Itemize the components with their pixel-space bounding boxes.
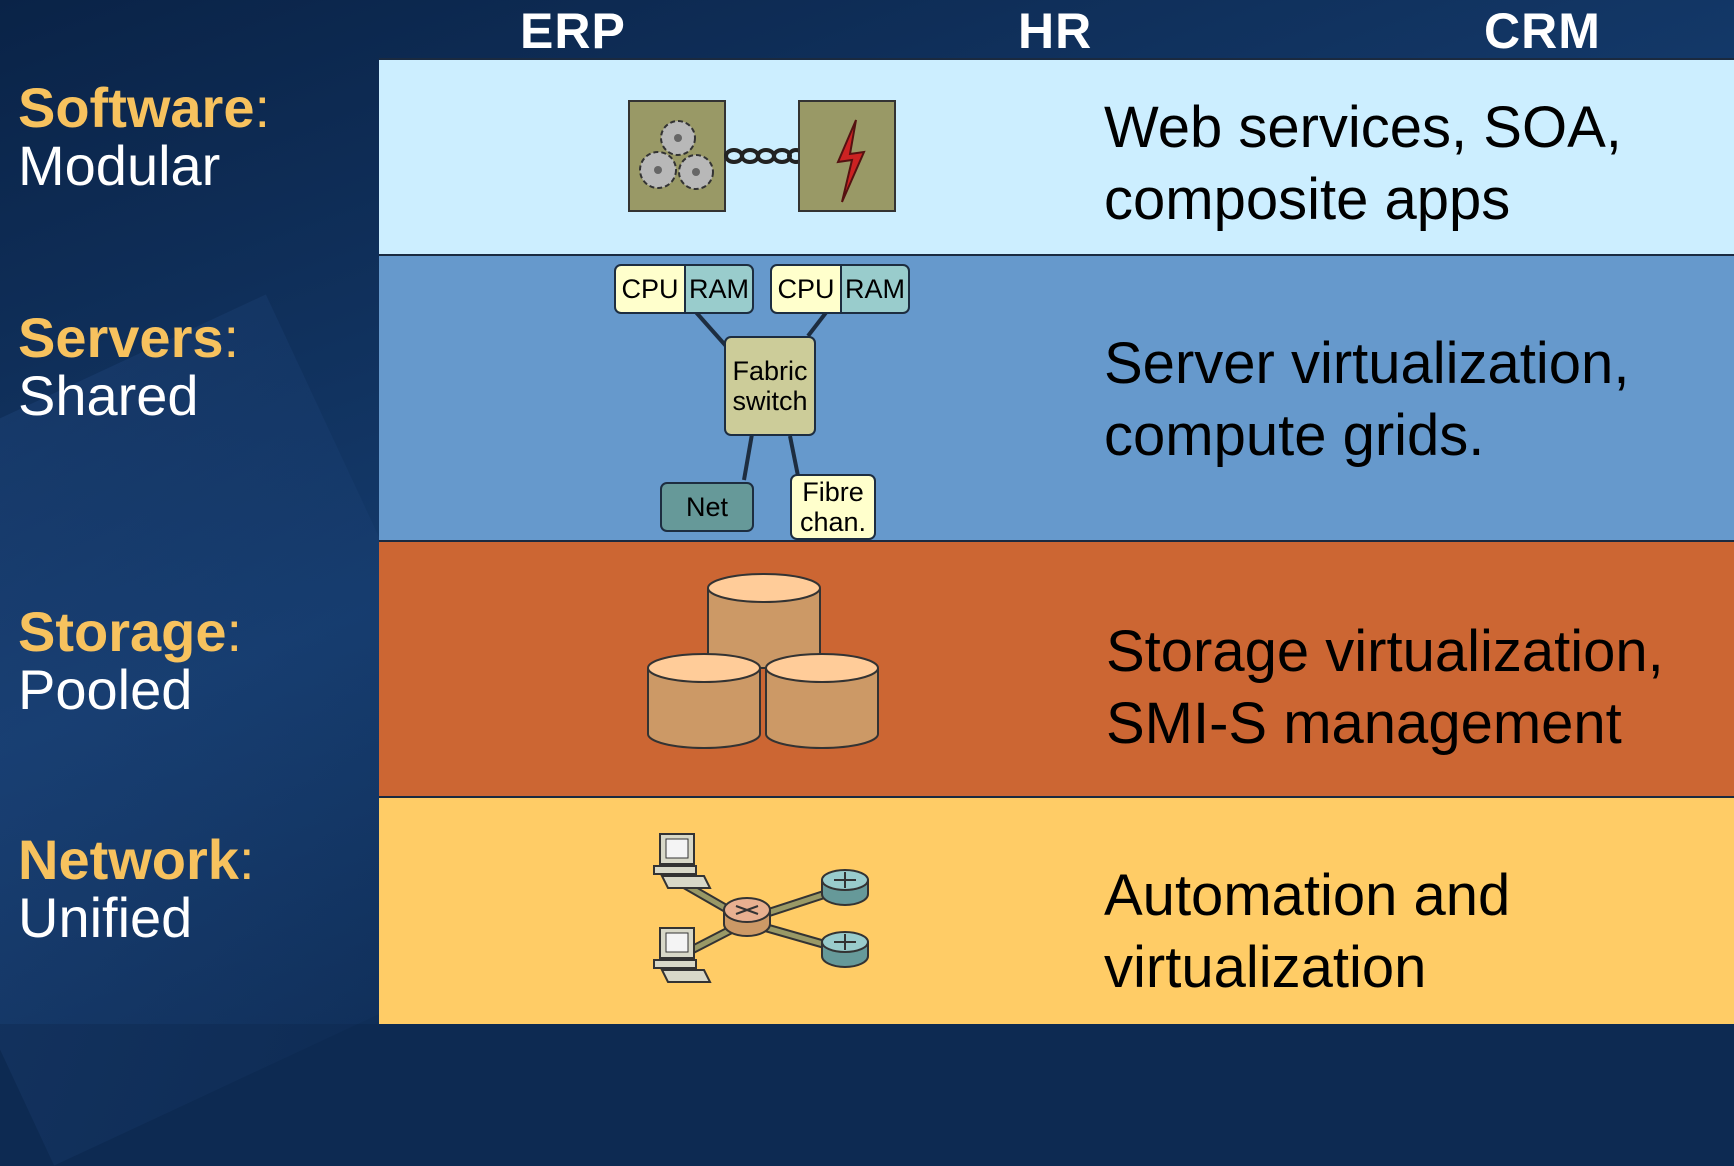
band-storage (379, 540, 1734, 798)
row-label-servers: Servers: Shared (18, 306, 240, 427)
ram-box-2: RAM (840, 264, 910, 314)
row-value: Pooled (18, 658, 193, 721)
network-description: Automation and virtualization (1104, 863, 1511, 1000)
router-icon (723, 897, 771, 937)
band-network (379, 796, 1734, 1024)
band-software (379, 58, 1734, 256)
router-icon (821, 931, 869, 968)
row-key: Servers (18, 306, 224, 369)
column-header-hr: HR (1018, 3, 1093, 59)
column-header-crm: CRM (1484, 3, 1601, 59)
storage-description: Storage virtualization, SMI-S management (1106, 619, 1664, 756)
column-header-erp: ERP (520, 3, 626, 59)
fibre-channel-box: Fibre chan. (790, 474, 876, 540)
cpu-box-1: CPU (614, 264, 686, 314)
band-servers (379, 254, 1734, 542)
gears-icon (628, 100, 726, 212)
software-description: Web services, SOA, composite apps (1104, 95, 1622, 232)
fabric-switch-box: Fabric switch (724, 336, 816, 436)
row-key: Network (18, 828, 239, 891)
server-links (692, 308, 830, 481)
chain-icon (724, 148, 805, 164)
row-label-storage: Storage: Pooled (18, 600, 243, 721)
row-label-software: Software: Modular (18, 76, 271, 197)
row-value: Shared (18, 364, 199, 427)
row-label-network: Network: Unified (18, 828, 255, 949)
net-box: Net (660, 482, 754, 532)
row-key: Storage (18, 600, 227, 663)
row-key: Software (18, 76, 255, 139)
cpu-box-2: CPU (770, 264, 842, 314)
computer-icon (653, 833, 712, 889)
database-icon (647, 573, 879, 749)
row-value: Unified (18, 886, 193, 949)
computer-icon (653, 927, 712, 983)
router-icon (821, 869, 869, 906)
ram-box-1: RAM (684, 264, 754, 314)
servers-description: Server virtualization, compute grids. (1104, 331, 1630, 468)
row-value: Modular (18, 134, 221, 197)
lightning-icon (798, 100, 896, 212)
